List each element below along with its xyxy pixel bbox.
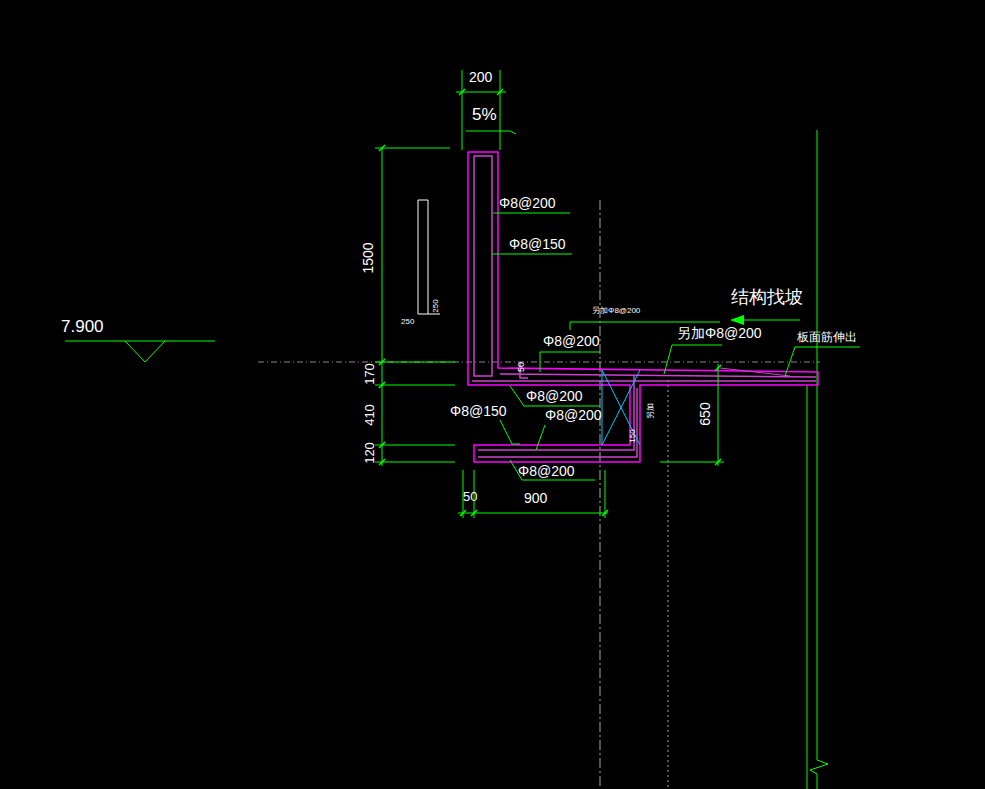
void-cross	[602, 370, 640, 445]
extension-line	[660, 462, 724, 463]
leader-line	[536, 425, 545, 450]
wall-line	[807, 385, 808, 789]
dimension-text: 50	[517, 362, 526, 372]
slope-arrow	[466, 131, 516, 134]
extension-line	[375, 362, 455, 363]
rebar-label: Φ8@200	[526, 389, 583, 403]
tick	[379, 442, 385, 448]
dimension-text: 50	[463, 490, 477, 503]
dimension-text: 650	[698, 402, 712, 425]
level-line	[258, 362, 820, 363]
extension-line	[375, 445, 455, 446]
dimension-line	[458, 513, 608, 514]
rebar-label: Φ8@200	[543, 334, 600, 348]
rebar-label: Φ8@200	[499, 196, 556, 210]
axis-line	[668, 380, 669, 789]
tick	[379, 145, 385, 151]
tick	[602, 510, 608, 516]
tick	[715, 365, 721, 371]
extension-line	[462, 70, 463, 150]
rebar-label: Φ8@150	[450, 404, 507, 418]
dimension-text: 250	[432, 299, 440, 312]
leader-line	[492, 254, 572, 255]
leader-line	[510, 460, 595, 480]
dimension-line	[382, 148, 383, 466]
dimension-text: 250	[401, 318, 414, 326]
bar-sketch	[418, 200, 440, 314]
rebar-label: 另加Φ8@200	[677, 326, 762, 340]
leader-line	[785, 347, 860, 376]
dimension-line	[718, 364, 719, 466]
dimension-lines	[65, 70, 860, 518]
leader-line	[510, 386, 600, 406]
note-text: 结构找坡	[731, 288, 803, 306]
tick	[379, 382, 385, 388]
rebar	[720, 368, 790, 376]
tick	[379, 459, 385, 465]
leader-line	[500, 420, 520, 444]
rebar-label: Φ8@200	[545, 408, 602, 422]
extension-line	[375, 462, 455, 463]
dimension-text: 410	[363, 404, 376, 426]
tick	[379, 359, 385, 365]
rebar	[472, 380, 816, 382]
dimension-text: 900	[524, 491, 547, 505]
arrow-head	[730, 315, 744, 325]
rebar	[474, 156, 492, 376]
extension-line	[500, 70, 501, 150]
dimension-line	[456, 92, 506, 93]
dimension-text: 170	[363, 363, 376, 385]
note-text: 板面筋伸出	[797, 331, 857, 343]
leader-line	[664, 345, 722, 374]
slope-text: 5%	[472, 106, 497, 123]
level-mark	[65, 341, 215, 342]
tick	[460, 510, 466, 516]
tick	[471, 510, 477, 516]
note-text: 另加	[647, 403, 655, 419]
tick	[459, 89, 465, 95]
dimension-text: 150	[629, 429, 637, 442]
rebar	[500, 374, 816, 377]
axis-line	[600, 200, 601, 789]
concrete-outline	[468, 152, 818, 462]
rebar-label: Φ8@200	[518, 464, 575, 478]
dimension-ticks	[379, 89, 721, 516]
extension-line	[605, 470, 606, 518]
rebar-label: 另加Φ8@200	[592, 307, 640, 315]
leader-line	[540, 352, 600, 372]
extension-line	[375, 148, 450, 149]
dimension-text: 200	[469, 70, 492, 84]
dimension-text: 120	[363, 442, 376, 464]
extension-line	[375, 385, 455, 386]
level-mark	[125, 341, 165, 362]
leader-line	[493, 213, 570, 214]
elevation-text: 7.900	[61, 318, 104, 335]
rebar-label: Φ8@150	[509, 237, 566, 251]
dimension-text: 1500	[361, 242, 375, 273]
tick	[497, 89, 503, 95]
wall-line	[810, 130, 828, 789]
tick	[715, 459, 721, 465]
